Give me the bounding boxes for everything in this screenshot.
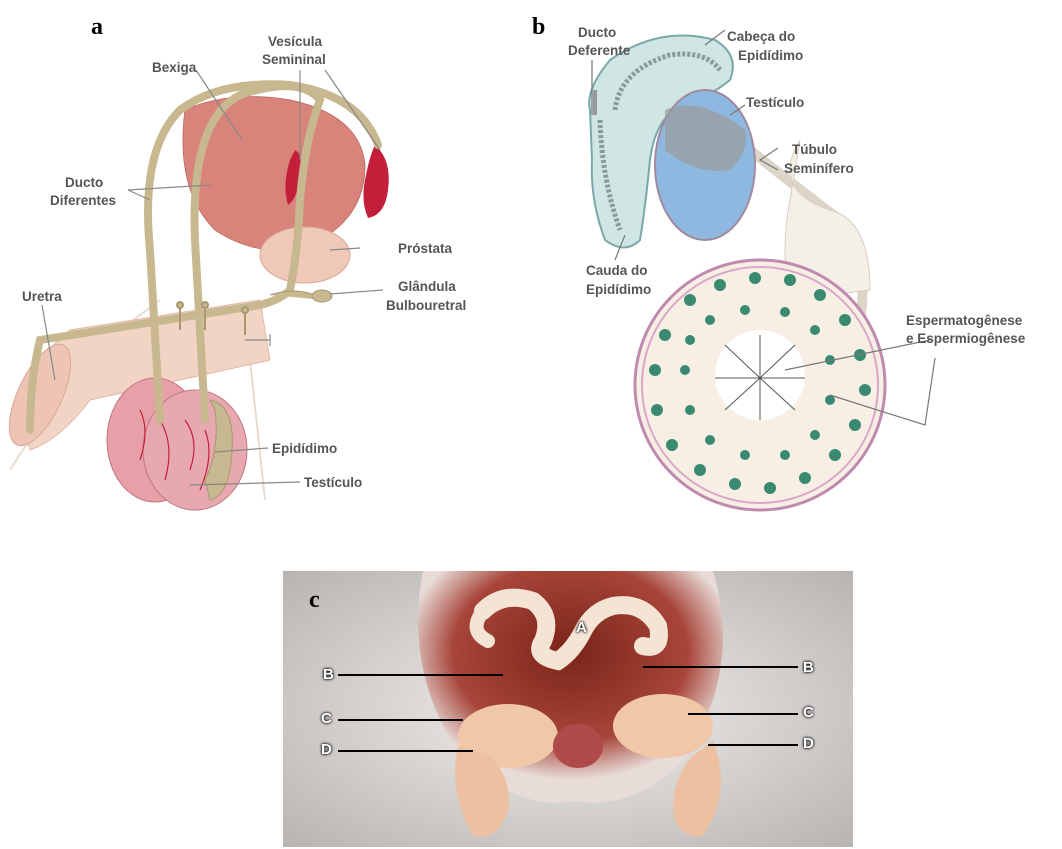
prostate-shape [260, 227, 350, 283]
label-vesicula-1: Vesícula [268, 33, 322, 50]
label-ducto-2: Diferentes [50, 192, 116, 209]
label-cabeca-2: Epidídimo [738, 47, 803, 64]
label-uretra: Uretra [22, 288, 62, 305]
label-testiculo-b: Testículo [746, 94, 804, 111]
label-tubulo-2: Seminífero [784, 160, 854, 177]
panel-b: b Ducto Deferente Cabeça do Epidídimo Te… [530, 0, 1062, 540]
label-c-C-right: C [803, 704, 814, 721]
label-cauda-1: Cauda do [586, 262, 648, 279]
label-vesicula-2: Semininal [262, 51, 326, 68]
spermatozoa-tails [715, 335, 805, 420]
seminal-vesicle-right [363, 145, 388, 218]
label-cabeca-1: Cabeça do [727, 28, 795, 45]
label-glandula-2: Bulbouretral [386, 297, 466, 314]
label-c-A: A [576, 619, 587, 636]
label-ducto-b-1: Ducto [578, 24, 616, 41]
label-c-B-right: B [803, 659, 814, 676]
photo-testis-right [613, 694, 713, 758]
label-ducto-1: Ducto [65, 174, 103, 191]
label-c-D-left: D [321, 741, 332, 758]
label-c-D-right: D [803, 735, 814, 752]
label-testiculo: Testículo [304, 474, 362, 491]
dissection-photograph [283, 571, 853, 847]
panel-a: a Vesícula Semininal Bexiga Ducto Difere… [0, 0, 530, 540]
label-c-B-left: B [323, 666, 334, 683]
label-bexiga: Bexiga [152, 59, 196, 76]
label-esperm-2: e Espermiogênese [906, 330, 1025, 347]
panel-letter-a: a [91, 14, 103, 41]
label-prostata: Próstata [398, 240, 452, 257]
label-esperm-1: Espermatogênese [906, 312, 1022, 329]
label-c-C-left: C [321, 710, 332, 727]
label-glandula-1: Glândula [398, 278, 456, 295]
label-cauda-2: Epidídimo [586, 281, 651, 298]
label-ducto-b-2: Deferente [568, 42, 630, 59]
panel-letter-c: c [309, 587, 320, 614]
panel-letter-b: b [532, 14, 545, 41]
panel-c: c A B B C C D D [283, 571, 853, 847]
label-epididimo: Epidídimo [272, 440, 337, 457]
male-reproductive-system-illustration [0, 0, 530, 540]
label-tubulo-1: Túbulo [792, 141, 837, 158]
bulbourethral-gland [312, 290, 332, 302]
